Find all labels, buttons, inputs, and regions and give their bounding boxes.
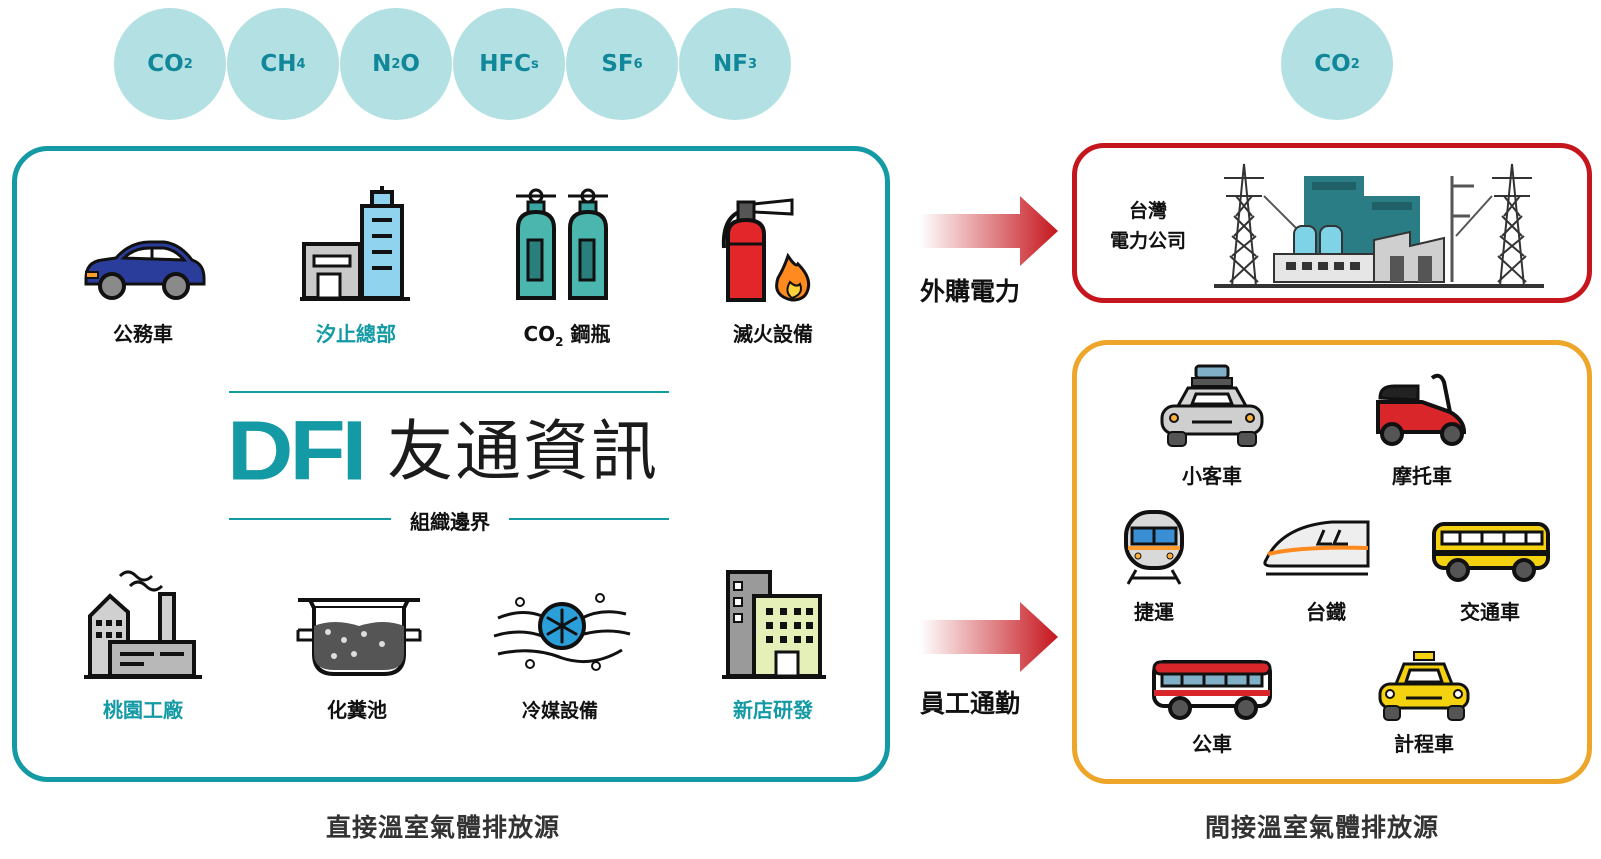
company-car-icon — [84, 240, 206, 300]
hq-building-icon — [300, 186, 410, 301]
power-label-line2: 電力公司 — [1109, 230, 1186, 252]
boundary-right-line — [509, 518, 669, 520]
extinguisher-label: 滅火設備 — [733, 322, 813, 346]
indirect-caption: 間接溫室氣體排放源 — [1205, 813, 1440, 842]
passenger-car-icon — [1160, 364, 1264, 447]
dfi-company-name: 友通資訊 — [387, 413, 659, 490]
factory-icon — [84, 570, 202, 679]
rail-label: 台鐵 — [1306, 600, 1346, 624]
scooter-icon — [1376, 373, 1467, 446]
passenger-car-label: 小客車 — [1182, 464, 1242, 488]
scooter-label: 摩托車 — [1392, 464, 1452, 488]
taxi-icon — [1378, 651, 1470, 721]
mrt-label: 捷運 — [1134, 600, 1174, 624]
refrigerant-icon — [493, 593, 631, 671]
boundary-left-line — [229, 518, 391, 520]
mrt-icon — [1124, 510, 1184, 585]
dfi-logo-mark: DFI — [227, 404, 367, 498]
shuttle-bus-icon — [1432, 522, 1550, 582]
shuttle-bus-label: 交通車 — [1460, 600, 1520, 624]
commute-arrow-icon — [920, 602, 1058, 672]
boundary-top-line — [229, 391, 669, 393]
taxi-label: 計程車 — [1394, 732, 1454, 756]
hq-label: 汐止總部 — [316, 322, 396, 346]
co2-cylinder-icon — [516, 188, 608, 300]
boundary-label: 組織邊界 — [410, 510, 490, 534]
rnd-label: 新店研發 — [733, 698, 813, 722]
electricity-label: 外購電力 — [920, 277, 1021, 306]
power-plant-icon — [1214, 163, 1544, 288]
public-bus-label: 公車 — [1192, 732, 1232, 756]
fire-extinguisher-icon — [721, 198, 811, 302]
power-label-line1: 台灣 — [1128, 200, 1167, 222]
public-bus-icon — [1152, 660, 1272, 720]
commute-label: 員工通勤 — [920, 689, 1021, 718]
septic-label: 化糞池 — [327, 698, 387, 722]
rnd-building-icon — [722, 570, 826, 679]
direct-caption: 直接溫室氣體排放源 — [326, 813, 561, 842]
electricity-arrow-icon — [920, 196, 1058, 266]
septic-tank-icon — [296, 598, 422, 676]
refrigerant-label: 冷媒設備 — [521, 700, 598, 722]
co2-cylinder-label: CO2 鋼瓶 — [523, 322, 611, 349]
factory-label: 桃園工廠 — [103, 698, 183, 722]
company-car-label: 公務車 — [113, 322, 173, 346]
rail-icon — [1263, 520, 1370, 576]
